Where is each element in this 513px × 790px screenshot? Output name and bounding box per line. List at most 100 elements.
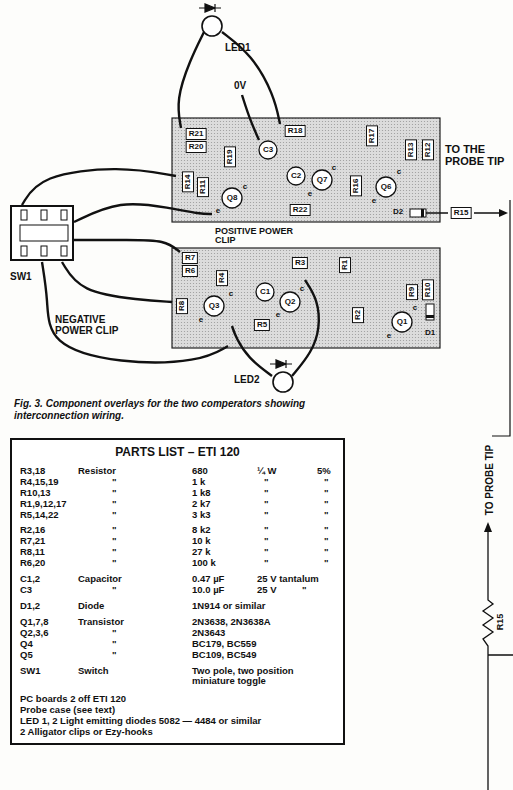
table-cell: Switch xyxy=(78,666,109,676)
table-cell: " xyxy=(112,525,117,535)
wire xyxy=(179,32,204,128)
diode-band xyxy=(426,315,434,318)
table-cell: " xyxy=(112,477,117,487)
resistor-label: R15 xyxy=(451,207,472,219)
table-cell: " xyxy=(324,499,329,509)
resistor-label: R6 xyxy=(182,265,198,277)
table-cell: 2 Alligator clips or Ezy-hooks xyxy=(20,727,153,737)
figure-caption: Fig. 3. Component overlays for the two c… xyxy=(14,398,334,421)
table-cell: 1 k8 xyxy=(192,488,211,498)
table-cell: Probe case (see text) xyxy=(20,705,115,715)
resistor-label: R4 xyxy=(216,270,228,286)
table-cell: R2,16 xyxy=(20,525,45,535)
table-cell: 2N3638, 2N3638A xyxy=(192,617,339,627)
table-cell: " xyxy=(112,639,117,649)
resistor-label: R12 xyxy=(422,140,434,161)
wire xyxy=(242,95,259,140)
component-label: e xyxy=(308,190,312,198)
component-label: c xyxy=(397,168,401,176)
component-label: 0V xyxy=(234,81,246,91)
table-cell: " xyxy=(302,585,307,595)
pc-board xyxy=(172,118,440,222)
component-label: e xyxy=(372,197,376,205)
callout-text: NEGATIVE POWER CLIP xyxy=(55,315,145,336)
component-label: Q2 xyxy=(285,298,296,306)
component-outline xyxy=(259,141,277,159)
table-cell: " xyxy=(324,477,329,487)
resistor-label: R22 xyxy=(290,204,311,216)
table-cell: 25 V tantalum xyxy=(257,574,319,584)
component-label: Q1 xyxy=(397,318,408,326)
table-cell: R10,13 xyxy=(20,488,51,498)
table-cell: BC109, BC549 xyxy=(192,650,339,660)
component-label: e xyxy=(387,332,391,340)
resistor-label: R8 xyxy=(176,298,188,314)
table-cell: " xyxy=(112,628,117,638)
table-cell: " xyxy=(112,536,117,546)
resistor-label: R14 xyxy=(182,172,194,193)
wire xyxy=(22,169,176,205)
table-cell: Two pole, two position miniature toggle xyxy=(192,666,339,687)
part-label: LED2 xyxy=(234,374,260,385)
led-symbol xyxy=(195,2,229,38)
table-cell: " xyxy=(264,477,269,487)
table-cell: " xyxy=(264,558,269,568)
component-label: e xyxy=(199,316,203,324)
table-cell: LED 1, 2 Light emitting diodes 5082 — 44… xyxy=(20,716,261,726)
wire xyxy=(74,240,180,252)
table-cell: D1,2 xyxy=(20,601,40,611)
table-cell: R3,18 xyxy=(20,466,45,476)
resistor-label: R2 xyxy=(352,307,364,323)
component-label: C2 xyxy=(291,172,301,180)
resistor-label: R19 xyxy=(224,147,236,168)
led: LED2 xyxy=(266,358,300,394)
table-cell: Q5 xyxy=(20,650,33,660)
table-cell: 680 xyxy=(192,466,208,476)
component-label: c xyxy=(300,285,304,293)
component-label: c xyxy=(243,183,247,191)
component-label: D1 xyxy=(425,329,435,337)
table-cell: " xyxy=(264,547,269,557)
table-cell: Q1,7,8 xyxy=(20,617,49,627)
table-cell: Diode xyxy=(78,601,104,611)
component-label: c xyxy=(413,304,417,312)
table-cell: 0.47 µF xyxy=(192,574,224,584)
frame-line xyxy=(492,200,510,436)
table-cell: 5% xyxy=(317,466,331,476)
table-cell: PC boards 2 off ETI 120 xyxy=(20,694,126,704)
table-cell: R4,15,19 xyxy=(20,477,59,487)
part-label: SW1 xyxy=(10,271,32,282)
component-outline xyxy=(280,292,300,312)
resistor-label: R11 xyxy=(197,177,209,197)
component-label: Q7 xyxy=(317,176,328,184)
diode-symbol xyxy=(426,304,434,320)
component-label: C3 xyxy=(263,146,273,154)
resistor-label: R3 xyxy=(292,257,308,269)
table-cell: Q2,3,6 xyxy=(20,628,49,638)
wire xyxy=(232,326,272,376)
table-cell: 1N914 or similar xyxy=(192,601,339,611)
table-cell: R8,11 xyxy=(20,547,45,557)
table-cell: " xyxy=(112,547,117,557)
table-cell: 100 k xyxy=(192,558,216,568)
wire xyxy=(62,262,172,302)
component-label: c xyxy=(332,164,336,172)
table-cell: " xyxy=(324,547,329,557)
component-label: R15 xyxy=(496,614,505,631)
component-label: Q6 xyxy=(381,183,392,191)
arrowhead xyxy=(499,209,508,217)
resistor-label: R18 xyxy=(285,125,306,137)
component-outline xyxy=(312,170,332,190)
wire xyxy=(222,32,280,124)
parts-list-box: PARTS LIST – ETI 120R3,18Resistor680¼ W5… xyxy=(10,438,345,745)
resistor-label: R10 xyxy=(422,280,434,301)
table-cell: " xyxy=(112,650,117,660)
callout-text: TO THE PROBE TIP xyxy=(445,144,507,167)
table-cell: ¼ W xyxy=(257,466,277,476)
resistor-label: R20 xyxy=(186,141,207,153)
diode-band xyxy=(421,209,424,217)
component-outline xyxy=(376,177,396,197)
table-cell: 27 k xyxy=(192,547,211,557)
resistor-label: R16 xyxy=(350,176,362,197)
